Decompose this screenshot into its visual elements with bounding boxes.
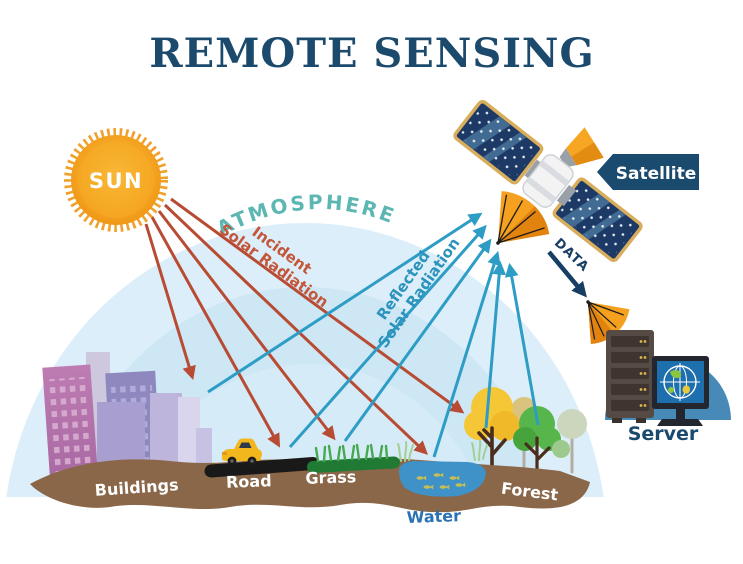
reeds-icon bbox=[397, 441, 414, 462]
road-icon bbox=[204, 457, 320, 478]
satellite-label: Satellite bbox=[616, 164, 697, 184]
satellite-cone-icon bbox=[559, 127, 604, 168]
server-label: Server bbox=[628, 423, 699, 445]
buildings-icon bbox=[42, 352, 212, 484]
car-icon bbox=[221, 438, 262, 466]
data-arrow: DATA bbox=[547, 236, 592, 298]
water-label: Water bbox=[406, 506, 461, 527]
road-label: Road bbox=[226, 471, 272, 492]
incident-ray-arrows bbox=[144, 197, 465, 455]
grass-icon bbox=[307, 443, 400, 473]
sun-label: SUN bbox=[89, 169, 143, 193]
water-icon bbox=[397, 440, 488, 497]
grass-label: Grass bbox=[305, 467, 357, 488]
sun-icon: SUN bbox=[64, 128, 168, 232]
satellite-banner: Satellite bbox=[597, 154, 699, 190]
satellite-dish-icon bbox=[496, 191, 550, 245]
globe-icon bbox=[660, 363, 700, 401]
server-icon bbox=[605, 330, 731, 426]
monitor-icon bbox=[652, 356, 709, 426]
satellite-icon bbox=[453, 99, 643, 263]
page-title: REMOTE SENSING bbox=[149, 30, 594, 77]
reflected-ray-arrows bbox=[207, 212, 540, 458]
server-rack-icon bbox=[606, 330, 654, 423]
